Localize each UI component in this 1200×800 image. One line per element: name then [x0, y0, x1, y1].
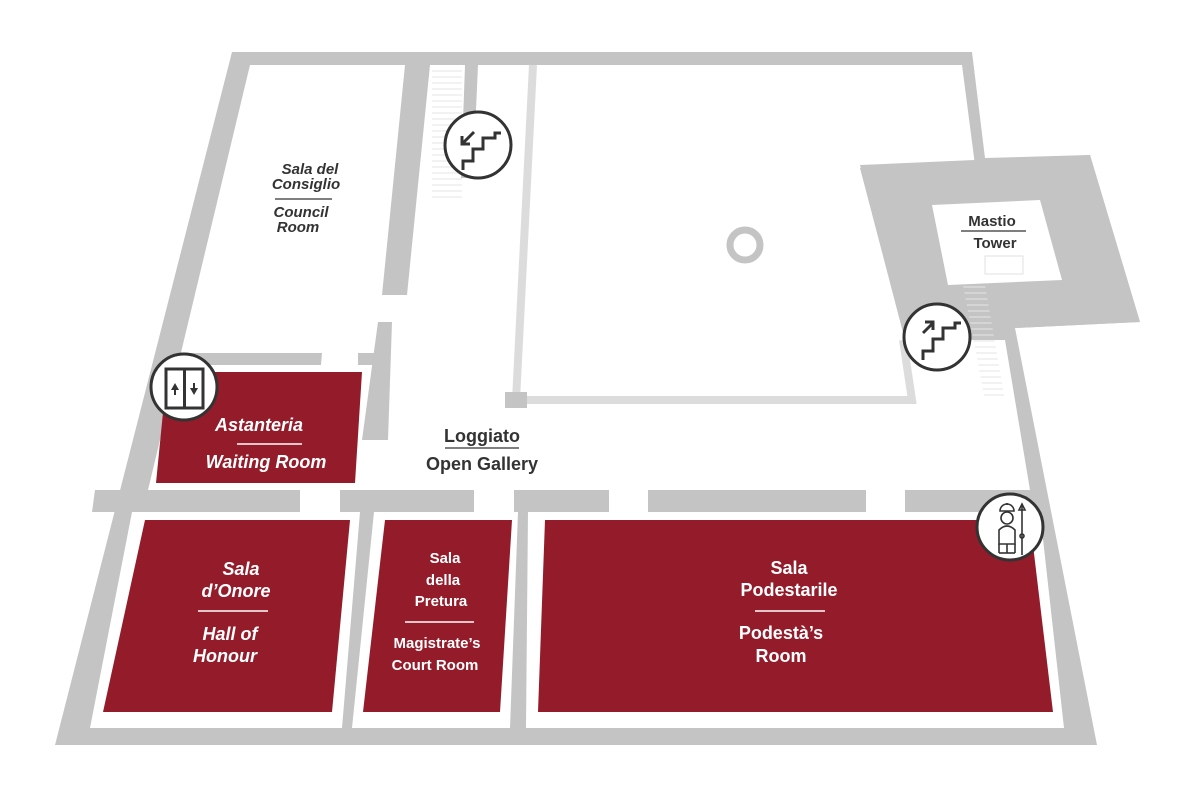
label-it: Sala del	[282, 161, 340, 178]
label-en: Room	[756, 646, 807, 666]
wall	[177, 353, 322, 365]
label-it: Pretura	[415, 593, 468, 610]
wall	[362, 322, 392, 440]
well	[726, 226, 764, 264]
label-en: Hall of	[202, 624, 259, 644]
label-waiting-room: Astanteria Waiting Room	[206, 415, 327, 472]
label-it: Podestarile	[740, 580, 837, 600]
label-en: Open Gallery	[426, 454, 538, 474]
doorway	[609, 488, 648, 514]
label-en: Tower	[973, 235, 1016, 252]
label-it: Loggiato	[444, 426, 520, 446]
stairs-down-icon[interactable]	[443, 110, 513, 180]
label-council-room: Sala del Consiglio Council Room	[272, 161, 340, 236]
label-en: Room	[277, 219, 320, 236]
upper-floor-area	[148, 65, 1030, 490]
tower-stairway	[963, 285, 1005, 400]
label-it: Mastio	[968, 213, 1016, 230]
label-en: Court Room	[392, 657, 479, 674]
stairs-up-icon[interactable]	[902, 302, 972, 372]
doorway	[300, 488, 340, 514]
label-it: Sala	[222, 559, 259, 579]
label-en: Honour	[193, 646, 258, 666]
label-it: Sala	[770, 558, 808, 578]
label-en: Waiting Room	[206, 452, 327, 472]
room-podestas-room[interactable]	[538, 520, 1053, 712]
courtyard	[511, 64, 917, 404]
label-tower: Mastio Tower	[961, 213, 1026, 252]
label-it: Sala	[430, 550, 462, 567]
label-hall-of-honour: Sala d’Onore Hall of Honour	[193, 559, 271, 666]
wall	[382, 65, 430, 295]
tower-room[interactable]	[932, 200, 1062, 285]
room-hall-of-honour[interactable]	[103, 520, 350, 712]
room-magistrates-court[interactable]	[363, 520, 512, 712]
wall	[358, 353, 378, 365]
tower-stairs	[984, 255, 1024, 275]
doorway	[474, 488, 514, 514]
pillar	[505, 392, 527, 408]
label-en: Magistrate’s	[394, 635, 481, 652]
label-it: Consiglio	[272, 176, 340, 193]
guard-icon[interactable]	[975, 492, 1045, 562]
label-magistrates-court: Sala della Pretura Magistrate’s Court Ro…	[392, 550, 481, 674]
label-podestas-room: Sala Podestarile Podestà’s Room	[739, 558, 838, 666]
label-en: Council	[274, 204, 330, 221]
label-it: della	[426, 572, 461, 589]
elevator-icon[interactable]	[149, 352, 219, 422]
label-it: Astanteria	[214, 415, 303, 435]
label-it: d’Onore	[201, 581, 270, 601]
label-en: Podestà’s	[739, 623, 823, 643]
doorway	[866, 488, 905, 514]
label-open-gallery: Loggiato Open Gallery	[426, 426, 538, 474]
